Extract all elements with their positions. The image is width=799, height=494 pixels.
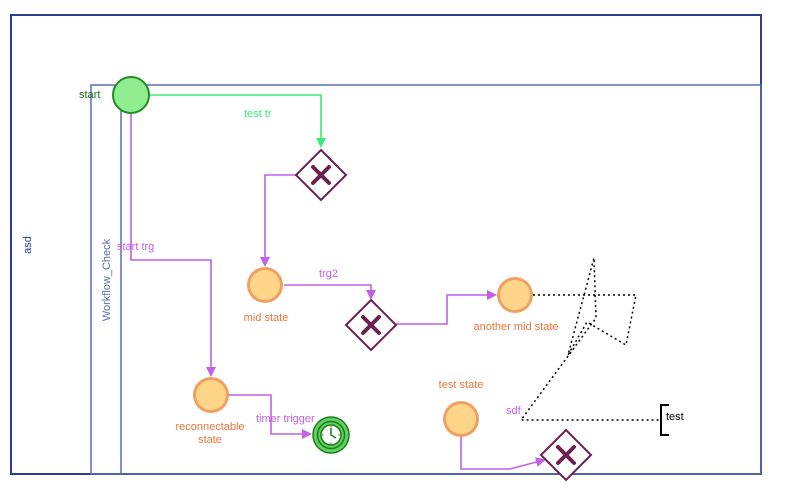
lane-label: Workflow_Check — [101, 238, 113, 321]
exclusive-gateway-top[interactable] — [294, 148, 348, 202]
state-label-another-mid-state: another mid state — [474, 321, 559, 333]
edge-gateway-to-another-mid-state[interactable] — [396, 290, 497, 325]
annotation-label: test — [666, 411, 684, 423]
edge-label-trg2: trg2 — [319, 268, 338, 280]
edge-timer-trigger[interactable]: timer trigger — [229, 394, 315, 439]
pool-label: asd — [22, 236, 34, 254]
edge-label-sdf: sdf — [506, 405, 522, 417]
exclusive-gateway-mid[interactable] — [344, 298, 398, 352]
clock-icon — [320, 424, 342, 446]
x-icon — [556, 445, 576, 465]
start-event-label: start — [79, 89, 100, 101]
timer-event[interactable] — [312, 416, 350, 454]
state-another-mid-state[interactable]: another mid state — [474, 277, 559, 333]
start-event[interactable]: start — [79, 76, 150, 114]
x-icon — [311, 165, 331, 185]
edge-trg2[interactable]: trg2 — [284, 268, 376, 300]
edge-label-test-tr: test tr — [244, 108, 272, 120]
state-label-mid-state: mid state — [244, 312, 289, 324]
state-label-reconnectable-line1: reconnectable — [175, 421, 244, 433]
state-mid-state[interactable]: mid state — [244, 267, 289, 324]
edge-start-trg[interactable]: start trg — [117, 113, 216, 377]
edge-label-timer-trigger: timer trigger — [256, 413, 315, 425]
state-test-state[interactable]: test state — [439, 379, 484, 437]
state-label-test-state: test state — [439, 379, 484, 391]
edge-sdf[interactable]: sdf — [460, 405, 546, 470]
state-label-reconnectable-line2: state — [198, 434, 222, 446]
x-icon — [361, 315, 381, 335]
lane-workflow-check[interactable]: Workflow_Check — [90, 84, 762, 475]
edge-test-tr[interactable]: test tr — [148, 94, 326, 148]
text-annotation[interactable]: test — [660, 404, 684, 436]
edge-gateway-to-mid-state[interactable] — [260, 174, 297, 267]
exclusive-gateway-bottom[interactable] — [539, 428, 593, 482]
state-reconnectable-state[interactable]: reconnectable state — [175, 377, 245, 446]
edge-label-start-trg: start trg — [117, 241, 154, 253]
